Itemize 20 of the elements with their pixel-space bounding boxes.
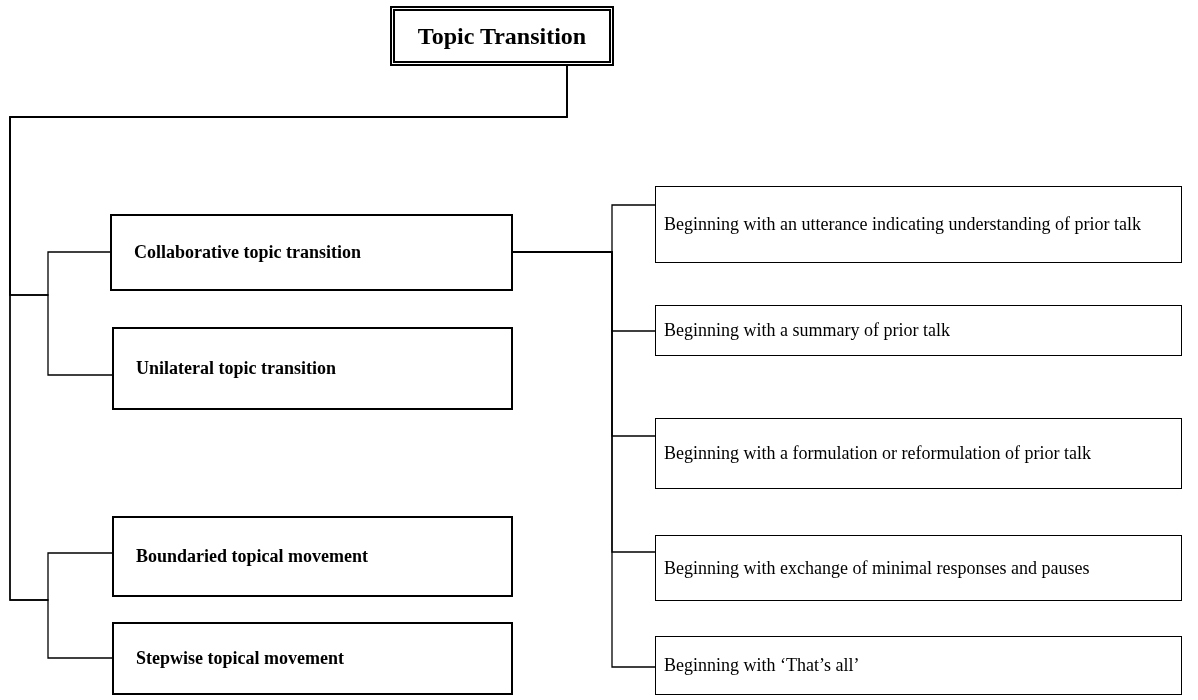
category-label: Stepwise topical movement: [136, 647, 344, 671]
category-box: [112, 622, 513, 695]
subcategory-box: [655, 305, 1182, 356]
category-label: Collaborative topic transition: [134, 241, 361, 265]
subcategory-box: [655, 186, 1182, 263]
category-label: Unilateral topic transition: [136, 357, 336, 381]
subcategory-label: Beginning with an utterance indicating understanding of prior talk: [664, 213, 1141, 237]
subcategory-box: [655, 636, 1182, 695]
subcategory-label: Beginning with exchange of minimal responses and pauses: [664, 556, 1090, 580]
subcategory-box: [655, 418, 1182, 489]
category-box: [110, 214, 513, 291]
category-label: Boundaried topical movement: [136, 545, 368, 569]
title-text: Topic Transition: [417, 21, 587, 51]
subcategory-label: Beginning with a formulation or reformulation of prior talk: [664, 442, 1091, 466]
subcategory-label: Beginning with a summary of prior talk: [664, 319, 950, 343]
subcategory-label: Beginning with ‘That’s all’: [664, 654, 860, 678]
subcategory-box: [655, 535, 1182, 601]
category-box: [112, 327, 513, 410]
category-box: [112, 516, 513, 597]
title-box: [390, 6, 614, 66]
